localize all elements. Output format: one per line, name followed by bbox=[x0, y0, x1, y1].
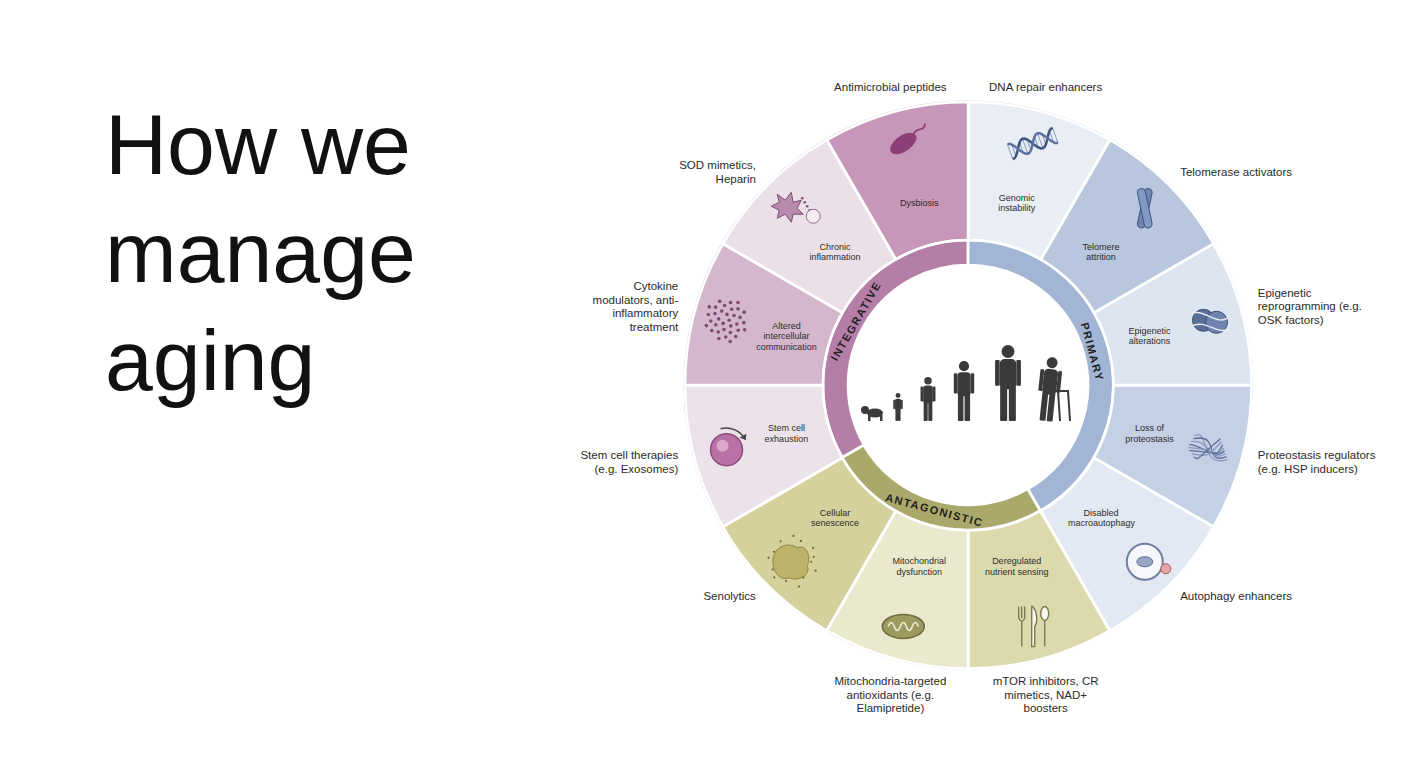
segment-outline bbox=[827, 102, 969, 259]
segment-outline bbox=[1041, 140, 1214, 313]
hallmark-segment: Epigenetic alterations bbox=[1094, 244, 1251, 386]
segment-outline bbox=[685, 244, 842, 386]
segment-fill bbox=[827, 102, 969, 259]
hallmark-icon bbox=[771, 192, 820, 223]
segment-fill bbox=[1094, 244, 1251, 386]
hallmark-icon bbox=[767, 535, 816, 588]
hallmark-icon bbox=[705, 300, 747, 344]
segment-outline bbox=[723, 458, 896, 631]
hallmark-icon bbox=[1137, 188, 1153, 229]
band-label: ANTAGONISTIC bbox=[884, 491, 985, 529]
band-outline bbox=[968, 240, 1113, 511]
hallmark-label: Cellular senescence bbox=[802, 508, 868, 529]
hallmark-label: Telomere attrition bbox=[1068, 242, 1134, 263]
segment-outline bbox=[968, 102, 1110, 259]
hallmark-label: Disabled macroautophagy bbox=[1068, 508, 1134, 529]
hallmark-segment: Loss of proteostasis bbox=[1094, 385, 1251, 527]
hallmark-icon bbox=[882, 614, 924, 638]
segment-outline bbox=[827, 511, 969, 668]
hallmark-label: Altered intercellular communication bbox=[753, 321, 819, 352]
hallmark-label: Epigenetic alterations bbox=[1117, 326, 1183, 347]
title: How we manage aging bbox=[105, 90, 575, 414]
segment-outline bbox=[1094, 244, 1251, 386]
intervention-label: Cytokine modulators, anti-inflammatory t… bbox=[573, 280, 678, 335]
intervention-label: Proteostasis regulators (e.g. HSP induce… bbox=[1258, 449, 1383, 477]
intervention-label: SOD mimetics, Heparin bbox=[651, 159, 756, 187]
intervention-label: mTOR inhibitors, CR mimetics, NAD+ boost… bbox=[981, 675, 1111, 716]
segment-outline bbox=[1094, 385, 1251, 527]
hallmark-segment: Mitochondrial dysfunction bbox=[827, 511, 969, 668]
hallmark-icon bbox=[1019, 606, 1049, 646]
intervention-label: Autophagy enhancers bbox=[1180, 590, 1305, 604]
hallmark-segment: Telomere attrition bbox=[1041, 140, 1214, 313]
category-band: PRIMARY bbox=[968, 240, 1113, 511]
hallmark-segment: Altered intercellular communication bbox=[685, 244, 842, 386]
intervention-label: Mitochondria-targeted antioxidants (e.g.… bbox=[825, 675, 955, 716]
hallmark-segment: Stem cell exhaustion bbox=[685, 385, 842, 527]
hallmark-label: Loss of proteostasis bbox=[1117, 423, 1183, 444]
hallmark-segment: Dysbiosis bbox=[827, 102, 969, 259]
segment-fill bbox=[685, 385, 842, 527]
hallmark-label: Dysbiosis bbox=[886, 198, 952, 208]
intervention-label: Senolytics bbox=[651, 590, 756, 604]
hallmark-segment: Disabled macroautophagy bbox=[1041, 458, 1214, 631]
outer-ring bbox=[684, 101, 1252, 669]
category-band: INTEGRATIVE bbox=[823, 240, 968, 458]
segment-outline bbox=[968, 511, 1110, 668]
hallmark-label: Chronic inflammation bbox=[802, 242, 868, 263]
life-stage-figures bbox=[861, 345, 1070, 422]
hallmark-label: Mitochondrial dysfunction bbox=[886, 556, 952, 577]
hallmark-label: Deregulated nutrient sensing bbox=[984, 556, 1050, 577]
segment-outline bbox=[685, 385, 842, 527]
hallmark-segment: Cellular senescence bbox=[723, 458, 896, 631]
hallmark-icon bbox=[886, 124, 925, 159]
segment-outline bbox=[1041, 458, 1214, 631]
hallmark-segment: Deregulated nutrient sensing bbox=[968, 511, 1110, 668]
intervention-label: DNA repair enhancers bbox=[981, 81, 1111, 95]
hallmark-icon bbox=[1188, 435, 1227, 461]
hallmark-icon bbox=[1127, 544, 1171, 580]
segment-fill bbox=[968, 511, 1110, 668]
category-band: ANTAGONISTIC bbox=[842, 445, 1040, 530]
intervention-label: Telomerase activators bbox=[1180, 166, 1305, 180]
hallmark-label: Stem cell exhaustion bbox=[753, 423, 819, 444]
hallmark-icon bbox=[711, 428, 747, 466]
hallmark-segment: Genomic instability bbox=[968, 102, 1110, 259]
intervention-label: Antimicrobial peptides bbox=[825, 81, 955, 95]
intervention-label: Stem cell therapies (e.g. Exosomes) bbox=[573, 449, 678, 477]
hallmark-label: Genomic instability bbox=[984, 193, 1050, 214]
hallmark-icon bbox=[1007, 128, 1058, 159]
hallmark-icon bbox=[1189, 309, 1229, 333]
intervention-label: Epigenetic reprogramming (e.g. OSK facto… bbox=[1258, 287, 1383, 328]
